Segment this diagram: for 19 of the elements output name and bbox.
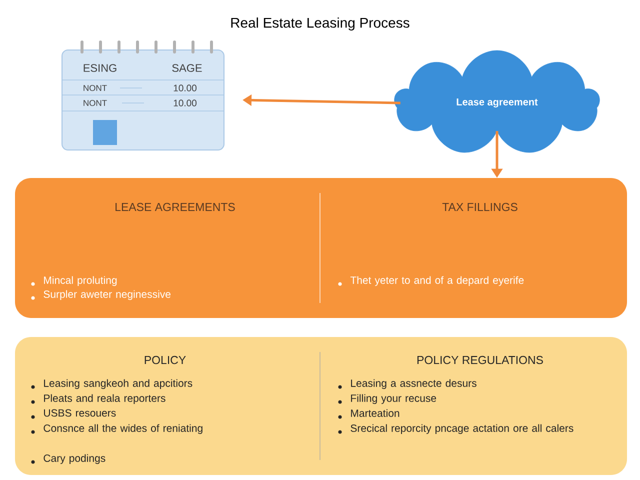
bullet-item: Pleats and reala reporters <box>31 394 166 404</box>
bullet-item: Thet yeter to and of a depard eyerife <box>338 276 524 286</box>
bullet-item: USBS resouers <box>31 409 116 419</box>
bullet-item: Mincal proluting <box>31 276 117 286</box>
bullet-item: Surpler aweter neginessive <box>31 290 170 300</box>
bullet-item: Marteation <box>338 409 400 419</box>
bullet-item: Leasing a assnecte desurs <box>338 379 476 389</box>
bullet-item: Cary podings <box>31 454 106 464</box>
bullet-item: Filling your recuse <box>338 394 436 404</box>
cloud: Lease agreement <box>394 50 600 153</box>
section-heading: POLICY <box>144 356 186 364</box>
calendar-sheet: ESING SAGE NONT 10.00 NONT 10.00 <box>62 40 224 150</box>
section-heading: LEASE AGREEMENTS <box>116 202 235 212</box>
title: Real Estate Leasing Process <box>231 17 410 31</box>
section-heading: POLICY REGULATIONS <box>417 356 543 364</box>
bullet-item: Srecical reporcity pncage actation ore all calers <box>338 424 574 434</box>
section-heading: TAX FILLINGS <box>442 202 518 212</box>
bullet-item: Consnce all the wides of reniating <box>31 424 202 434</box>
bullet-item: Leasing sangkeoh and apcitiors <box>31 379 192 389</box>
